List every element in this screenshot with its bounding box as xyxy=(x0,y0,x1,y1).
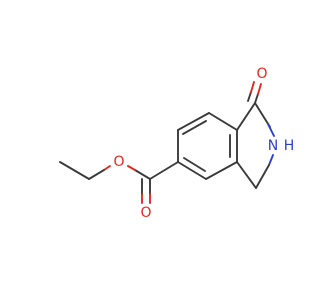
bond-ester-carbon-ether-o xyxy=(134,169,151,180)
lactam-ring xyxy=(236,102,275,189)
bond-c1-c2 xyxy=(208,112,238,131)
bond-lactam-co-b-colored xyxy=(250,81,255,93)
bond-nitrogen-ch2 xyxy=(255,164,270,189)
bond-c4-c5 xyxy=(177,161,207,180)
bond-nitrogen-ch2-colored xyxy=(268,154,274,166)
benzene-ring xyxy=(177,112,238,180)
amide-nitrogen-label: N xyxy=(268,138,278,154)
molecule-diagram: O N H O O xyxy=(59,66,295,221)
bond-c5-c6 xyxy=(205,161,238,180)
bond-ch2-ch3 xyxy=(59,161,90,180)
ester-ether-oxygen-label: O xyxy=(113,154,124,170)
ester-group xyxy=(59,161,179,204)
bond-ether-o-ch2 xyxy=(88,169,105,180)
carbonyl-oxygen-label: O xyxy=(256,66,267,82)
ester-carbonyl-oxygen-label: O xyxy=(140,205,151,221)
bond-lactam-co-a xyxy=(254,93,259,104)
bond-ester-carbon-ether-o-colored xyxy=(127,165,136,171)
lactam-carbonyl xyxy=(247,81,262,104)
bond-c2-c3-inner xyxy=(182,120,207,135)
bond-c4-c5-inner xyxy=(183,157,206,172)
amide-hydrogen-label: H xyxy=(284,138,295,154)
bond-c1-carbonyl-carbon xyxy=(236,102,256,131)
bond-lactam-co-b xyxy=(247,91,252,102)
bond-carbonyl-carbon-nitrogen-colored xyxy=(267,123,275,137)
bond-ring-ester-carbon xyxy=(149,161,179,180)
bond-ch2-c6 xyxy=(236,161,257,189)
bond-ether-o-ch2-colored xyxy=(103,165,111,171)
bond-c2-c3 xyxy=(177,112,210,131)
bond-carbonyl-carbon-nitrogen xyxy=(254,102,271,128)
bond-lactam-co-a-colored xyxy=(257,83,262,95)
